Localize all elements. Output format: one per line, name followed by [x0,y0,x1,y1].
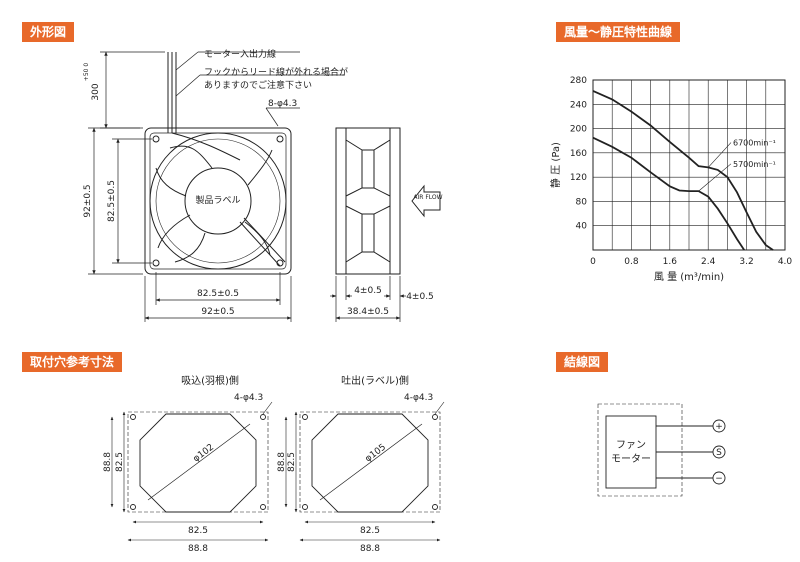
motor-label-2: モーター [611,453,651,465]
intake-pitch-h: 82.5 [188,526,208,536]
product-label-text: 製品ラベル [195,194,240,206]
motor-label-1: ファン [616,440,646,451]
dim-depth: 38.4±0.5 [347,307,389,317]
intake-holes: 4-φ4.3 [234,393,263,403]
lead-length-tol: +50 0 [83,63,90,82]
wiring-header: 結線図 [556,352,609,372]
pq-curve-header: 風量～静圧特性曲線 [556,22,681,42]
lead-length-dim: 300 [91,83,101,100]
y-tick-label: 40 [576,222,588,232]
terminal-plus-label: + [715,422,723,432]
dim-height-pitch: 82.5±0.5 [107,180,117,222]
x-tick-label: 2.4 [701,257,716,267]
wiring-diagram [597,403,726,497]
series-line-1 [592,90,774,251]
x-tick-label: 0 [590,257,596,267]
x-tick-label: 4.0 [778,257,793,267]
x-axis-label: 風 量 (m³/min) [654,271,724,283]
fan-side-view [335,127,401,275]
exhaust-title: 吐出(ラベル)側 [341,374,409,387]
dim-height-outer: 92±0.5 [83,184,93,217]
terminal-minus [712,471,726,485]
lead-note-line1: フックからリード線が外れる場合が [204,66,348,78]
x-tick-label: 1.6 [663,257,678,267]
y-tick-label: 160 [570,149,587,159]
dim-flange-a: 4±0.5 [354,286,382,296]
terminal-s [712,445,726,459]
airflow-label: AIR FLOW [413,194,442,201]
terminal-plus [712,419,726,433]
terminal-s-label: S [716,448,722,458]
intake-diameter: φ102 [192,442,216,464]
exhaust-pitch-v: 82.5 [287,452,297,472]
exhaust-outer-v: 88.8 [277,452,287,472]
intake-pitch-v: 82.5 [115,452,125,472]
outline-header: 外形図 [22,22,75,42]
y-tick-label: 280 [570,76,587,86]
airflow-arrow [411,184,441,218]
exhaust-outer-h: 88.8 [360,544,380,554]
lead-label: モーター入出力線 [204,48,276,60]
y-tick-label: 120 [570,173,587,183]
intake-outer-h: 88.8 [188,544,208,554]
intake-title: 吸込(羽根)側 [181,374,239,387]
series-line-2 [592,136,745,251]
dim-width-pitch: 82.5±0.5 [197,289,239,299]
y-tick-label: 200 [570,125,587,135]
series-leader [707,142,732,168]
x-tick-label: 3.2 [739,257,753,267]
y-tick-label: 80 [576,197,588,207]
y-axis-label: 静 圧 (Pa) [549,142,562,188]
dim-flange-b: 4±0.5 [406,292,434,302]
series-label: 5700min⁻¹ [733,160,776,169]
y-tick-label: 240 [570,100,587,110]
x-tick-label: 0.8 [624,257,639,267]
intake-template [127,401,273,513]
exhaust-holes: 4-φ4.3 [404,393,433,403]
pq-chart: 0 0.8 1.6 2.4 3.2 4.0 40 80 120 160 200 240 280 風 量 (… [549,76,792,283]
exhaust-diameter: φ105 [364,442,388,464]
intake-outer-v: 88.8 [103,452,113,472]
plot-frame [592,79,786,251]
dim-width-outer: 92±0.5 [201,307,234,317]
series-leader [698,163,732,192]
terminal-minus-label: − [715,474,723,484]
series-label: 6700min⁻¹ [733,139,776,148]
mounting-header: 取付穴参考寸法 [22,352,123,372]
fan-front-view [144,52,292,275]
exhaust-template [299,401,445,513]
holes-callout: 8-φ4.3 [268,99,297,109]
exhaust-pitch-h: 82.5 [360,526,380,536]
lead-note-line2: ありますのでご注意下さい [204,79,312,91]
